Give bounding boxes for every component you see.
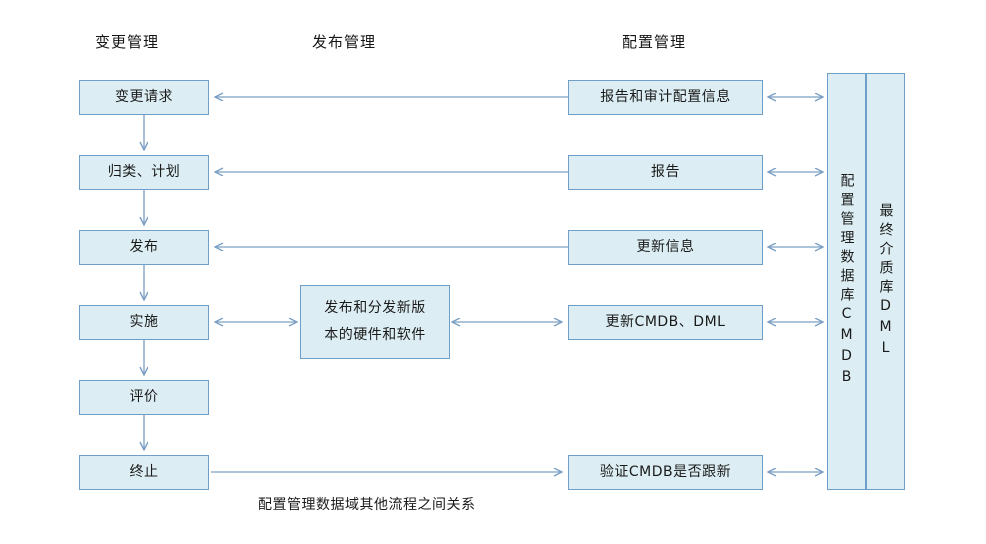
release-line-1: 发布和分发新版 [324,300,426,317]
node-report[interactable]: 报告 [568,155,763,190]
node-update-info[interactable]: 更新信息 [568,230,763,265]
node-classify-plan[interactable]: 归类、计划 [79,155,209,190]
diagram-caption: 配置管理数据域其他流程之间关系 [258,497,476,513]
node-terminate[interactable]: 终止 [79,455,209,490]
node-publish[interactable]: 发布 [79,230,209,265]
store-cmdb[interactable]: 配置管理数据库CMDB [827,73,866,490]
store-dml-label: 最终介质库DML [877,202,894,361]
store-dml[interactable]: 最终介质库DML [866,73,905,490]
node-implement[interactable]: 实施 [79,305,209,340]
store-cmdb-label: 配置管理数据库CMDB [838,173,855,390]
node-report-audit-config[interactable]: 报告和审计配置信息 [568,80,763,115]
node-release-distribute[interactable]: 发布和分发新版 本的硬件和软件 [300,285,450,359]
node-verify-cmdb[interactable]: 验证CMDB是否跟新 [568,455,763,490]
column-heading-config: 配置管理 [622,33,687,51]
node-evaluate[interactable]: 评价 [79,380,209,415]
column-heading-change: 变更管理 [95,33,160,51]
release-line-2: 本的硬件和软件 [324,327,426,343]
node-update-cmdb-dml[interactable]: 更新CMDB、DML [568,305,763,340]
node-change-request[interactable]: 变更请求 [79,80,209,115]
column-heading-release: 发布管理 [312,33,377,51]
